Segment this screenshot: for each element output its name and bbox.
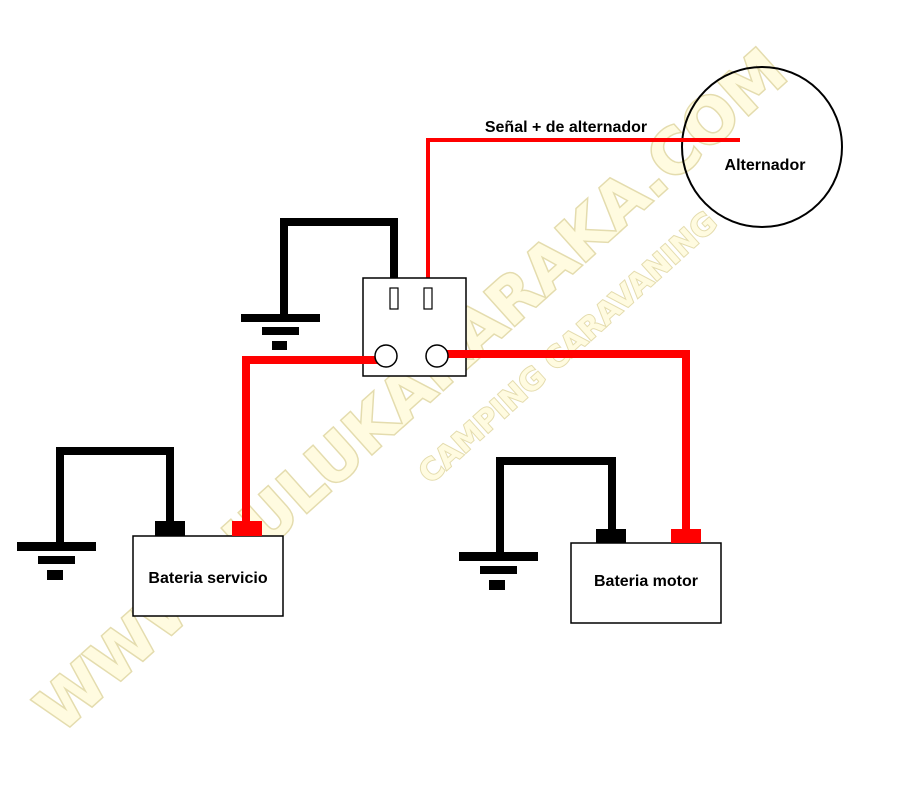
relay-terminal-left — [374, 344, 398, 368]
engine-battery-negative-terminal — [596, 529, 626, 543]
relay-ground-symbol — [241, 314, 320, 350]
service-battery-positive-terminal — [232, 521, 262, 536]
engine-battery-label: Bateria motor — [594, 573, 698, 590]
engine-ground-wire — [496, 457, 616, 556]
service-battery-label: Bateria servicio — [148, 570, 267, 587]
engine-ground-symbol — [459, 552, 538, 590]
service-battery-negative-terminal — [155, 521, 185, 536]
signal-wire — [426, 138, 740, 288]
engine-positive-wire — [447, 350, 690, 534]
service-battery-box — [132, 535, 284, 617]
service-ground-wire — [56, 447, 174, 546]
alternator-label: Alternador — [725, 157, 806, 174]
engine-battery-box — [570, 542, 722, 624]
service-ground-symbol — [17, 542, 96, 580]
alternator-circle — [681, 66, 843, 228]
service-positive-wire — [242, 356, 385, 528]
engine-battery-positive-terminal — [671, 529, 701, 543]
relay-signal-pin — [423, 287, 433, 310]
relay-terminal-right — [425, 344, 449, 368]
relay-ground-wire — [280, 218, 398, 318]
signal-label: Señal + de alternador — [485, 119, 647, 136]
relay-ground-pin — [389, 287, 399, 310]
